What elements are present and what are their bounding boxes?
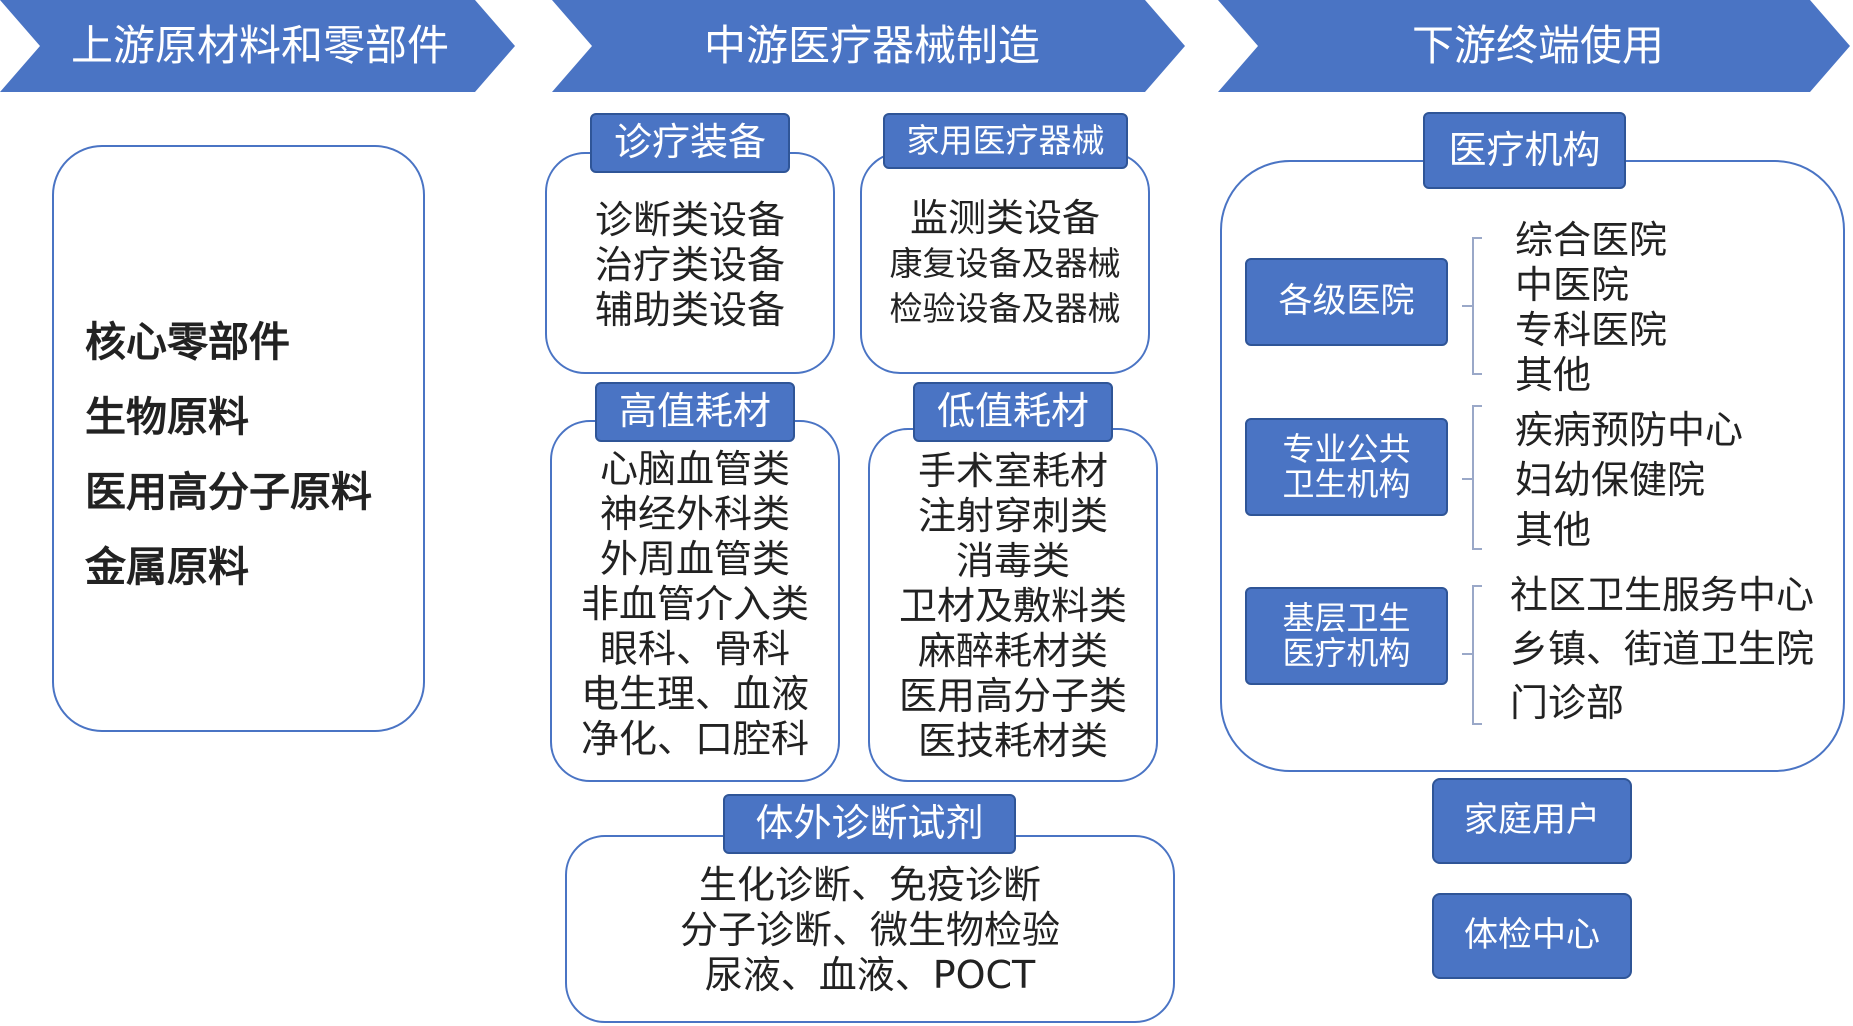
home-users-tag: 家庭用户 xyxy=(1432,778,1632,864)
public-health-tag: 专业公共卫生机构 xyxy=(1245,418,1448,516)
primary-care-list: 社区卫生服务中心 乡镇、街道卫生院 门诊部 xyxy=(1510,568,1814,730)
high-value-tag: 高值耗材 xyxy=(595,382,795,442)
bracket xyxy=(1472,405,1482,550)
list-item: 卫材及敷料类 xyxy=(898,584,1127,628)
list-item: 手术室耗材 xyxy=(917,449,1108,493)
list-item: 综合医院 xyxy=(1515,218,1668,262)
list-item: 消毒类 xyxy=(955,539,1070,583)
list-item: 专科医院 xyxy=(1515,308,1668,352)
list-item: 生化诊断、免疫诊断 xyxy=(698,863,1041,907)
ivd-box xyxy=(565,835,1175,1023)
upstream-item: 金属原料 xyxy=(85,543,249,591)
list-item: 其他 xyxy=(1515,353,1592,397)
list-item: 治疗类设备 xyxy=(594,243,785,287)
list-item: 心脑血管类 xyxy=(599,447,790,491)
bracket-tick xyxy=(1462,305,1474,307)
list-item: 辅助类设备 xyxy=(594,288,785,332)
diagnosis-equipment-tag: 诊疗装备 xyxy=(590,113,790,173)
diagnosis-equipment-list: 诊断类设备 治疗类设备 辅助类设备 xyxy=(545,198,835,333)
list-item: 其他 xyxy=(1515,508,1592,552)
upstream-chevron xyxy=(0,0,515,92)
high-value-list: 心脑血管类 神经外科类 外周血管类 非血管介入类 眼科、骨科 电生理、血液 净化… xyxy=(550,447,840,762)
list-item: 医用高分子类 xyxy=(898,674,1127,718)
downstream-header: 下游终端使用 xyxy=(1411,21,1664,70)
ivd-tag: 体外诊断试剂 xyxy=(723,794,1016,854)
checkup-center-tag: 体检中心 xyxy=(1432,893,1632,979)
low-value-box xyxy=(868,428,1158,782)
home-devices-tag: 家用医疗器械 xyxy=(883,113,1128,169)
list-item: 检验设备及器械 xyxy=(889,289,1121,328)
list-item: 分子诊断、微生物检验 xyxy=(679,908,1060,952)
upstream-item: 生物原料 xyxy=(85,393,249,441)
bracket-tick xyxy=(1462,653,1474,655)
list-item: 尿液、血液、POCT xyxy=(704,953,1036,997)
upstream-item: 核心零部件 xyxy=(85,318,290,366)
list-item: 麻醉耗材类 xyxy=(917,629,1108,673)
list-item: 监测类设备 xyxy=(909,196,1100,240)
list-item: 神经外科类 xyxy=(599,492,790,536)
list-item: 中医院 xyxy=(1515,263,1630,307)
primary-care-tag: 基层卫生医疗机构 xyxy=(1245,587,1448,685)
midstream-chevron xyxy=(552,0,1185,92)
upstream-box xyxy=(52,145,425,732)
low-value-tag: 低值耗材 xyxy=(913,382,1113,442)
ivd-list: 生化诊断、免疫诊断 分子诊断、微生物检验 尿液、血液、POCT xyxy=(565,863,1175,998)
list-item: 外周血管类 xyxy=(599,537,790,581)
upstream-list: 核心零部件 生物原料 医用高分子原料 金属原料 xyxy=(85,305,372,605)
list-item: 乡镇、街道卫生院 xyxy=(1510,627,1815,671)
bracket xyxy=(1472,585,1482,725)
list-item: 康复设备及器械 xyxy=(889,244,1121,283)
midstream-header: 中游医疗器械制造 xyxy=(703,21,1040,70)
home-devices-box xyxy=(860,152,1150,374)
list-item: 疾病预防中心 xyxy=(1515,408,1744,452)
list-item: 净化、口腔科 xyxy=(580,717,809,761)
upstream-header: 上游原材料和零部件 xyxy=(70,21,449,70)
hospital-levels-list: 综合医院 中医院 专科医院 其他 xyxy=(1515,218,1667,398)
list-item: 非血管介入类 xyxy=(580,582,809,626)
list-item: 眼科、骨科 xyxy=(599,627,790,671)
list-item: 社区卫生服务中心 xyxy=(1510,573,1815,617)
list-item: 门诊部 xyxy=(1510,681,1625,725)
list-item: 医技耗材类 xyxy=(917,719,1108,763)
low-value-list: 手术室耗材 注射穿刺类 消毒类 卫材及敷料类 麻醉耗材类 医用高分子类 医技耗材… xyxy=(868,449,1158,764)
downstream-chevron xyxy=(1218,0,1850,92)
bracket-tick xyxy=(1462,478,1474,480)
upstream-item: 医用高分子原料 xyxy=(85,468,372,516)
high-value-box xyxy=(550,420,840,782)
public-health-list: 疾病预防中心 妇幼保健院 其他 xyxy=(1515,405,1743,555)
list-item: 妇幼保健院 xyxy=(1515,458,1706,502)
list-item: 电生理、血液 xyxy=(580,672,809,716)
home-devices-list: 监测类设备 康复设备及器械 检验设备及器械 xyxy=(860,196,1150,331)
list-item: 诊断类设备 xyxy=(594,198,785,242)
list-item: 注射穿刺类 xyxy=(917,494,1108,538)
hospital-levels-tag: 各级医院 xyxy=(1245,258,1448,346)
institutions-tag: 医疗机构 xyxy=(1423,112,1626,189)
